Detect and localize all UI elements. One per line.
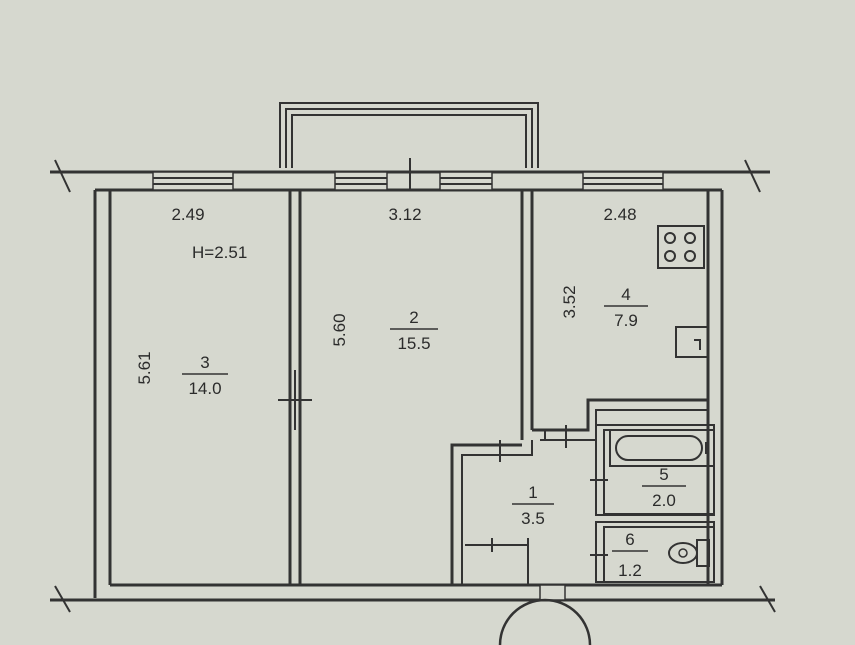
sink-icon: [675, 326, 709, 358]
room-2-area: 15.5: [397, 334, 430, 353]
room-3-number: 3: [200, 353, 209, 372]
room-6-number: 6: [625, 530, 634, 549]
room-6-label: 6 1.2: [612, 530, 648, 580]
room-2-width: 3.12: [388, 205, 421, 224]
room-3-area: 14.0: [188, 379, 221, 398]
room-2-length: 5.60: [330, 313, 349, 346]
room-4-width: 2.48: [603, 205, 636, 224]
window-room-2a: [334, 171, 388, 191]
ceiling-height: H=2.51: [192, 243, 247, 262]
bathtub-icon: [609, 429, 715, 467]
room-4-area: 7.9: [614, 311, 638, 330]
room-4-number: 4: [621, 285, 630, 304]
room-1-area: 3.5: [521, 509, 545, 528]
balcony: [279, 102, 539, 168]
room-1-number: 1: [528, 483, 537, 502]
partition-3-2: [278, 190, 312, 585]
toilet-icon: [668, 539, 710, 567]
room-3-length: 5.61: [135, 351, 154, 384]
stove-icon: [657, 225, 705, 269]
window-room-4: [582, 171, 664, 191]
room-5-area: 2.0: [652, 491, 676, 510]
room-1-label: 1 3.5: [512, 483, 554, 528]
window-room-2b: [439, 171, 493, 191]
room-3-width: 2.49: [171, 205, 204, 224]
partition-2-4: [520, 190, 534, 440]
room-4-label: 4 7.9: [604, 285, 648, 330]
room-3-label: 3 14.0: [182, 353, 228, 398]
room-5-label: 5 2.0: [642, 465, 686, 510]
room-6-area: 1.2: [618, 561, 642, 580]
bottom-exterior-wall: [50, 583, 776, 613]
room-4-length: 3.52: [560, 285, 579, 318]
room-5-number: 5: [659, 465, 668, 484]
partial-circle-mark: [498, 598, 592, 645]
room-2-label: 2 15.5: [390, 308, 438, 353]
window-room-3: [152, 171, 234, 191]
room-2-number: 2: [409, 308, 418, 327]
hallway-walls: [450, 440, 533, 585]
left-exterior-wall: [93, 190, 112, 598]
right-exterior-wall: [706, 190, 724, 585]
